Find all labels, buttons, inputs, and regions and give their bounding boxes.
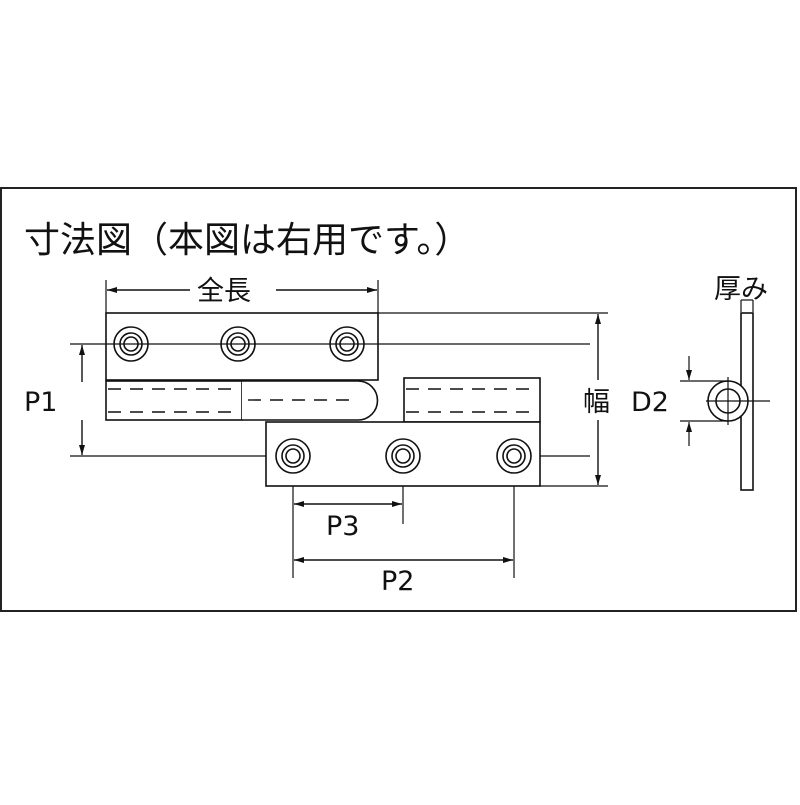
d2-label: D2 (631, 387, 669, 418)
screw-hole (496, 438, 532, 474)
drawing-title: 寸法図（本図は右用です。） (24, 220, 470, 261)
knuckle-left (105, 380, 243, 421)
knuckle-right (403, 377, 541, 423)
drawing-frame (0, 187, 797, 612)
p3-label: P3 (326, 511, 359, 542)
p2-label: P2 (381, 566, 414, 597)
screw-hole (385, 438, 421, 474)
hinge-pin (242, 380, 379, 421)
screw-hole (275, 438, 311, 474)
width-label: 幅 (583, 387, 610, 418)
thickness-label: 厚み (714, 274, 768, 305)
overall-length-label: 全長 (197, 276, 251, 307)
p1-label: P1 (24, 387, 57, 418)
